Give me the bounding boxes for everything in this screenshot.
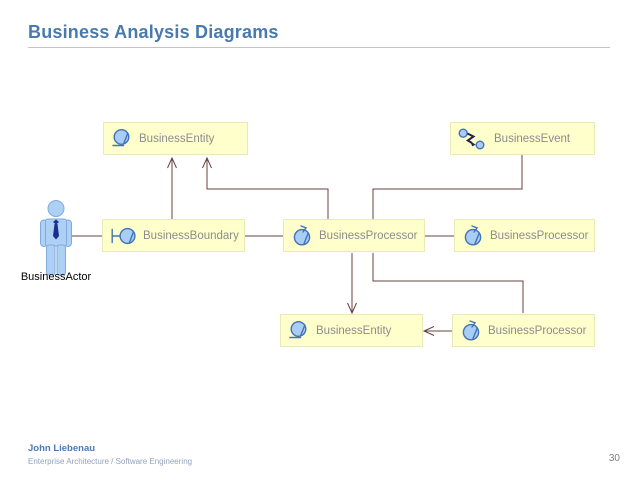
node-businessprocessor-mid: BusinessProcessor — [283, 219, 425, 252]
node-businessprocessor-right: BusinessProcessor — [454, 219, 595, 252]
node-businessboundary: BusinessBoundary — [102, 219, 245, 252]
node-businessprocessor-bottom: BusinessProcessor — [452, 314, 595, 347]
node-businessentity-top: BusinessEntity — [103, 122, 248, 155]
node-label: BusinessEvent — [494, 132, 571, 145]
node-label: BusinessEntity — [139, 132, 215, 145]
node-label: BusinessProcessor — [319, 229, 418, 242]
business-actor-figure — [40, 200, 72, 276]
entity-icon — [288, 320, 310, 341]
footer-author: John Liebenau — [28, 443, 96, 454]
processor-icon — [460, 319, 482, 342]
processor-icon — [291, 224, 313, 247]
entity-icon — [111, 128, 133, 149]
processor-icon — [462, 224, 484, 247]
page-number: 30 — [608, 453, 620, 464]
node-businessentity-bottom: BusinessEntity — [280, 314, 423, 347]
node-label: BusinessProcessor — [490, 229, 589, 242]
node-businessevent: BusinessEvent — [450, 122, 595, 155]
node-label: BusinessBoundary — [143, 229, 239, 242]
node-label: BusinessProcessor — [488, 324, 587, 337]
boundary-icon — [110, 225, 137, 247]
event-icon — [458, 127, 488, 150]
page-title: Business Analysis Diagrams — [28, 22, 279, 42]
footer-subtitle: Enterprise Architecture / Software Engin… — [28, 457, 193, 466]
actor-label: BusinessActor — [20, 271, 92, 283]
title-underline — [28, 47, 610, 48]
node-label: BusinessEntity — [316, 324, 392, 337]
